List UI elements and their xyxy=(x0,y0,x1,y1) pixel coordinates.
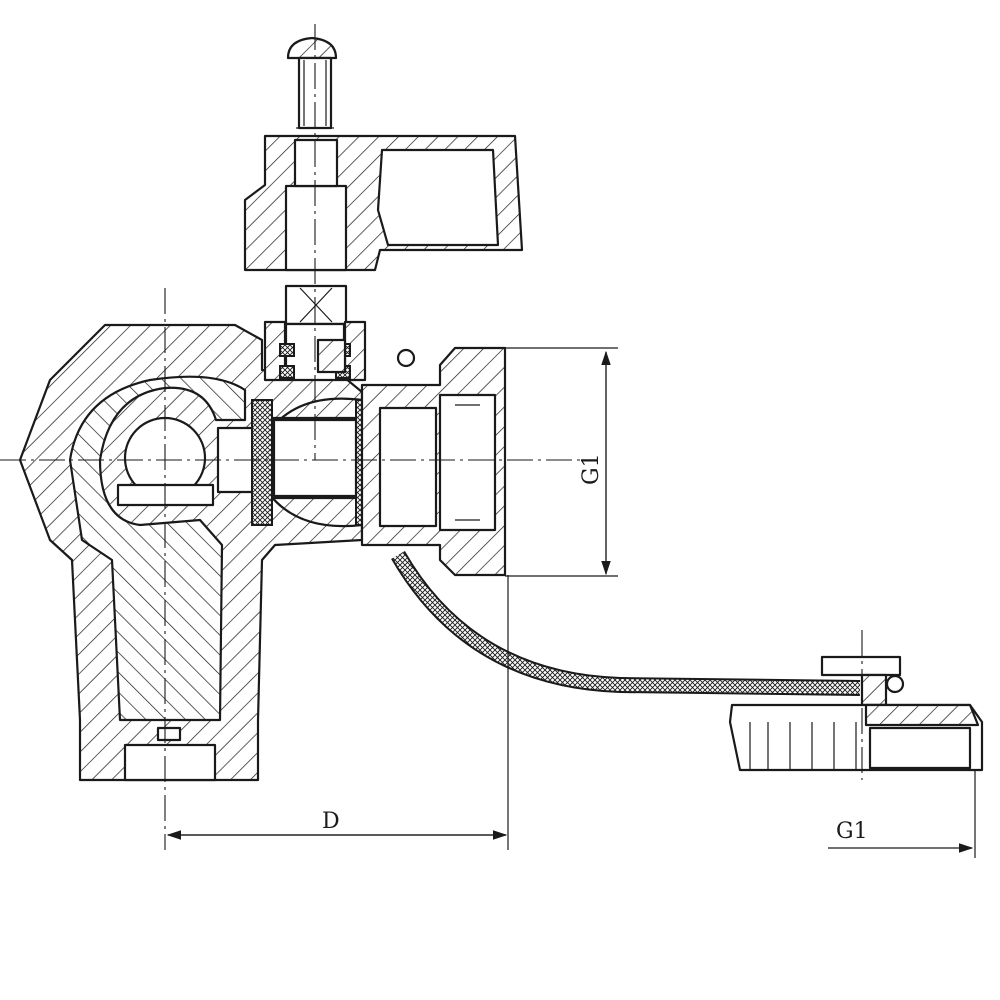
cap-chain xyxy=(391,551,861,696)
valve-body xyxy=(18,320,367,782)
dust-cap xyxy=(728,655,984,772)
dimension-g1-cap-label: G1 xyxy=(836,819,868,844)
union-nut xyxy=(360,346,507,577)
handle xyxy=(243,134,524,272)
dimension-g1-cap: G1 xyxy=(828,770,976,858)
dimension-d-label: D xyxy=(322,809,340,834)
dimension-g1-vertical: G1 xyxy=(505,347,618,577)
ball-and-seats xyxy=(251,397,377,528)
top-screw xyxy=(286,36,338,130)
center-lines xyxy=(0,24,863,850)
dimension-d: D xyxy=(166,575,509,850)
dimension-g1-vertical-label: G1 xyxy=(579,453,604,485)
